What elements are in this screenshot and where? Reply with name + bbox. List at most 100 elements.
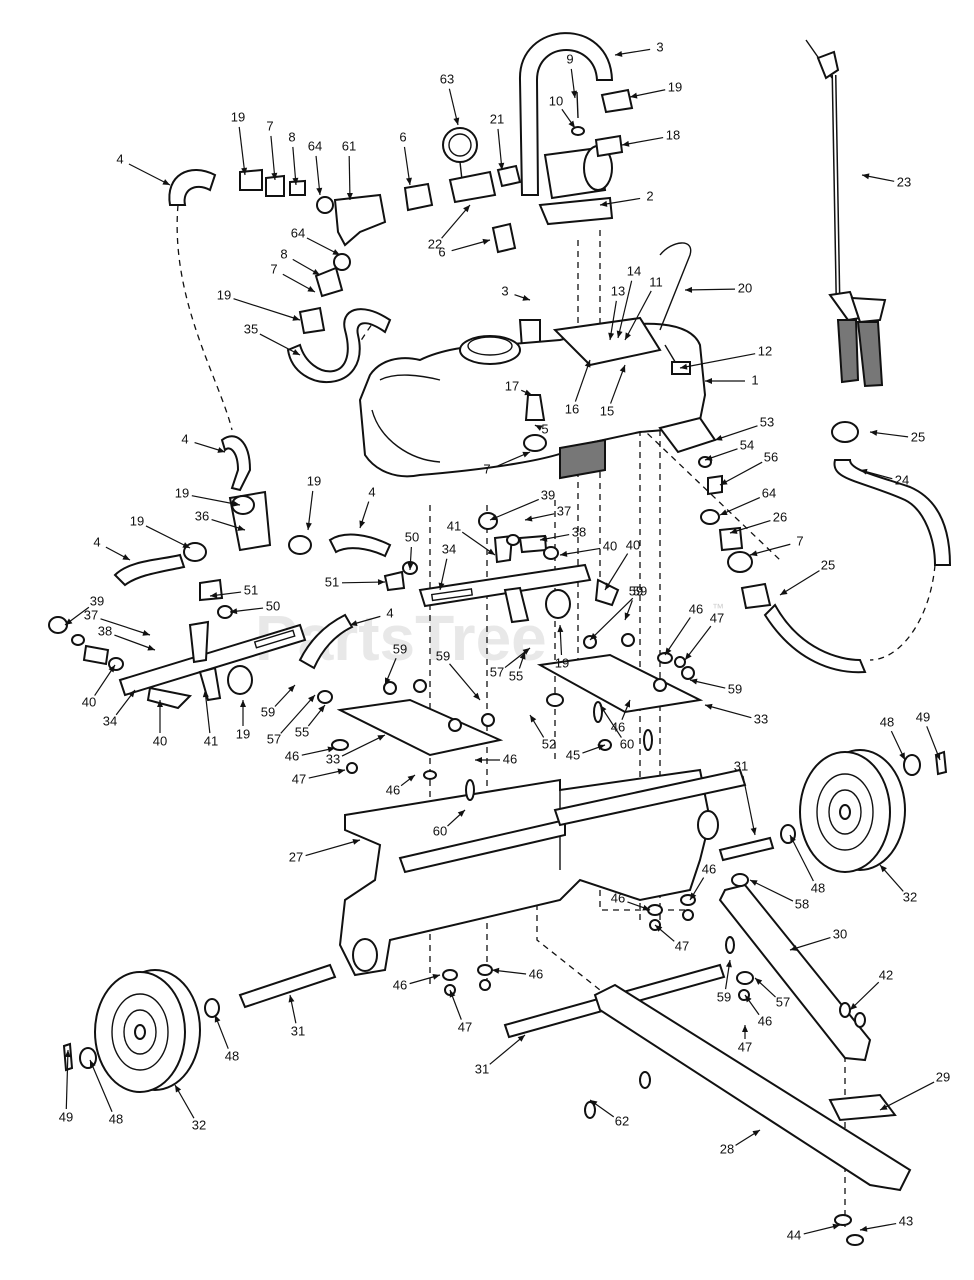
callout-number-5: 5 (541, 421, 548, 436)
callout-arrowhead (624, 612, 631, 620)
callout-number-63: 63 (440, 71, 454, 86)
callout-number-14: 14 (627, 263, 641, 278)
callout-leader-31 (742, 775, 756, 836)
callout-number-60: 60 (433, 823, 447, 838)
callout-leader-22 (441, 204, 471, 239)
callout-number-31: 31 (475, 1061, 489, 1076)
callout-number-46: 46 (689, 601, 703, 616)
callout-number-59: 59 (717, 989, 731, 1004)
callout-number-16: 16 (565, 401, 579, 416)
callout-arrowhead (230, 608, 238, 615)
callout-arrowhead (934, 752, 941, 760)
callout-arrowhead (377, 579, 385, 586)
callout-arrowhead (432, 973, 440, 980)
callout-leader-51 (341, 581, 386, 584)
wheel-right (780, 749, 948, 873)
callout-number-6: 6 (438, 244, 445, 259)
callout-arrowhead (490, 514, 498, 521)
callout-number-28: 28 (720, 1141, 734, 1156)
callout-number-19: 19 (231, 109, 245, 124)
callout-leader-26 (729, 520, 771, 534)
callout-arrowhead (475, 757, 482, 763)
callout-number-10: 10 (549, 93, 563, 108)
callout-arrowhead (615, 50, 623, 57)
callout-arrowhead (755, 978, 763, 985)
callout-leader-33 (341, 734, 386, 757)
callout-leader-57 (280, 694, 316, 734)
callout-arrowhead (742, 1025, 748, 1032)
callout-leader-35 (259, 333, 301, 356)
callout-number-54: 54 (740, 437, 754, 452)
callout-leader-37 (100, 618, 151, 636)
callout-number-47: 47 (675, 938, 689, 953)
callout-arrowhead (232, 500, 240, 507)
callout-arrowhead (292, 177, 299, 185)
callout-number-11: 11 (649, 274, 663, 289)
callout-arrowhead (473, 692, 480, 700)
callout-arrowhead (522, 295, 530, 301)
callout-leader-29 (879, 1081, 935, 1111)
callout-number-4: 4 (386, 605, 393, 620)
callout-arrowhead (407, 562, 414, 570)
callout-leader-12 (679, 353, 756, 369)
callout-number-38: 38 (98, 623, 112, 638)
callout-number-9: 9 (566, 51, 573, 66)
callout-number-53: 53 (760, 414, 774, 429)
callout-number-46: 46 (529, 966, 543, 981)
callout-arrowhead (790, 945, 798, 951)
callout-number-45: 45 (566, 747, 580, 762)
callout-number-64: 64 (762, 485, 776, 500)
callout-leader-48 (789, 834, 814, 882)
callout-arrowhead (690, 678, 698, 685)
callout-number-17: 17 (505, 378, 519, 393)
callout-arrowhead (630, 92, 638, 99)
callout-number-55: 55 (509, 668, 523, 683)
callout-number-7: 7 (270, 261, 277, 276)
callout-leader-19 (233, 298, 301, 321)
callout-number-46: 46 (503, 751, 517, 766)
callout-number-50: 50 (405, 529, 419, 544)
callout-arrowhead (147, 644, 155, 651)
callout-leader-49 (65, 1049, 69, 1110)
callout-number-59: 59 (436, 648, 450, 663)
callout-number-36: 36 (195, 508, 209, 523)
callout-arrowhead (287, 685, 295, 693)
callout-leader-58 (749, 879, 794, 902)
callout-number-47: 47 (738, 1039, 752, 1054)
callout-number-59: 59 (261, 704, 275, 719)
callout-leader-64 (719, 496, 761, 516)
callout-number-30: 30 (833, 926, 847, 941)
callout-arrowhead (457, 810, 465, 817)
callout-number-29: 29 (936, 1069, 950, 1084)
callout-number-40: 40 (626, 537, 640, 552)
callout-arrowhead (407, 775, 415, 782)
callout-arrowhead (745, 995, 752, 1003)
callout-arrowhead (730, 528, 738, 534)
callout-number-19: 19 (307, 473, 321, 488)
callout-number-48: 48 (880, 714, 894, 729)
callout-arrowhead (725, 960, 732, 968)
callout-number-58: 58 (795, 896, 809, 911)
callout-arrowhead (305, 522, 312, 530)
callout-arrowhead (862, 173, 870, 180)
callout-arrowhead (750, 827, 757, 835)
callout-arrowhead (352, 839, 360, 845)
callout-arrowhead (406, 177, 412, 185)
callout-number-26: 26 (773, 509, 787, 524)
callout-arrowhead (535, 425, 543, 431)
callout-number-1: 1 (751, 372, 758, 387)
callout-arrowhead (608, 332, 615, 340)
callout-arrowhead (487, 548, 495, 555)
callout-arrowhead (210, 592, 218, 599)
sprayer-tank (358, 316, 707, 480)
callout-arrowhead (214, 1015, 221, 1023)
callout-arrowhead (899, 752, 905, 760)
callout-arrowhead (557, 625, 564, 633)
callout-arrowhead (65, 618, 73, 625)
callout-arrowhead (90, 1060, 96, 1068)
callout-number-59: 59 (633, 583, 647, 598)
callout-arrowhead (752, 1130, 760, 1137)
callout-arrowhead (832, 1223, 840, 1230)
callout-number-50: 50 (266, 598, 280, 613)
